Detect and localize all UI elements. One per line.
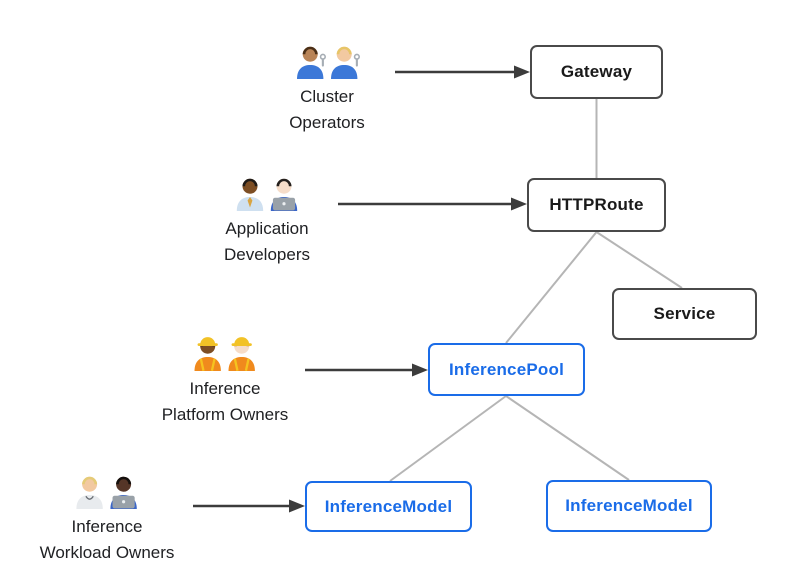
arrowhead-inference-platform-owners	[412, 363, 428, 377]
man-office-worker-emoji	[231, 173, 269, 213]
inference-workload-owners-icon-pair	[73, 471, 141, 511]
edge-inferencepool-inferencemodel-left	[389, 395, 507, 482]
man-construction-worker-emoji	[223, 333, 261, 373]
health-worker-emoji	[71, 471, 109, 511]
node-inferencepool-label: InferencePool	[448, 359, 565, 379]
node-inferencemodel-right-label: InferenceModel	[565, 496, 693, 515]
arrowhead-inference-workload-owners	[289, 499, 305, 513]
node-inferencemodel-left: InferenceModel	[305, 481, 472, 532]
edge-httproute-inferencepool	[505, 231, 598, 344]
persona-label-application-developers: Application Developers	[224, 219, 310, 264]
man-technologist-emoji	[105, 471, 143, 511]
woman-mechanic-emoji	[325, 41, 363, 81]
node-inferencemodel-left-label: InferenceModel	[324, 496, 453, 516]
man-mechanic-emoji	[291, 41, 329, 81]
node-gateway: Gateway	[530, 45, 663, 99]
persona-cluster-operators: Cluster Operators	[289, 41, 365, 136]
woman-construction-worker-emoji	[189, 333, 227, 373]
node-httproute-label: HTTPRoute	[549, 195, 644, 214]
edge-httproute-service	[595, 231, 683, 289]
node-httproute: HTTPRoute	[527, 178, 666, 232]
node-inferencemodel-right: InferenceModel	[546, 480, 712, 532]
cluster-operators-icon-pair	[293, 41, 361, 81]
node-service-label: Service	[653, 304, 716, 323]
arrowhead-cluster-operators	[514, 65, 530, 79]
edge-inferencepool-inferencemodel-right	[505, 395, 630, 481]
persona-application-developers: Application Developers	[224, 173, 310, 268]
application-developers-icon-pair	[233, 173, 301, 213]
persona-label-inference-workload-owners: Inference Workload Owners	[39, 517, 175, 562]
persona-label-cluster-operators: Cluster Operators	[289, 87, 365, 132]
node-service: Service	[612, 288, 757, 340]
inference-platform-owners-icon-pair	[191, 333, 259, 373]
persona-inference-workload-owners: Inference Workload Owners	[39, 471, 175, 566]
arrowhead-application-developers	[511, 197, 527, 211]
woman-technologist-emoji	[265, 173, 303, 213]
node-gateway-label: Gateway	[560, 62, 633, 81]
node-inferencepool: InferencePool	[428, 343, 585, 396]
persona-label-inference-platform-owners: Inference Platform Owners	[161, 379, 289, 424]
persona-inference-platform-owners: Inference Platform Owners	[161, 333, 289, 428]
